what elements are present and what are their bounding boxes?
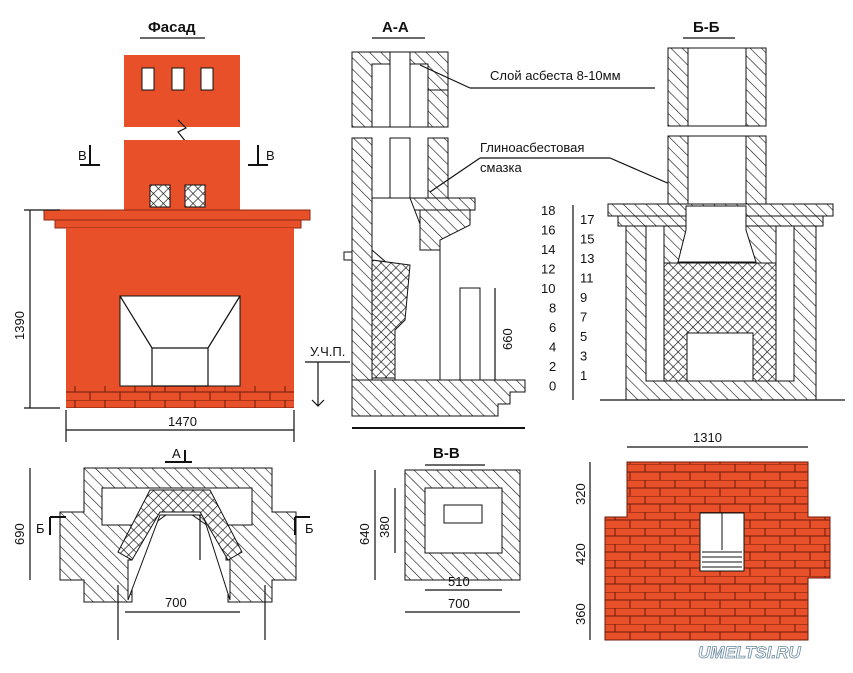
scale-label-right: 7 bbox=[580, 310, 587, 325]
svg-text:380: 380 bbox=[377, 516, 392, 538]
scale-label-right: 3 bbox=[580, 349, 587, 364]
scale-label-right: 5 bbox=[580, 329, 587, 344]
section-vv: В-В 640 380 510 700 bbox=[357, 445, 521, 613]
svg-text:700: 700 bbox=[448, 596, 470, 611]
scale-label-left: 2 bbox=[549, 359, 556, 374]
svg-text:690: 690 bbox=[12, 523, 27, 545]
svg-text:700: 700 bbox=[165, 595, 187, 610]
svg-text:В: В bbox=[266, 148, 275, 163]
scale-label-right: 1 bbox=[580, 368, 587, 383]
svg-text:В: В bbox=[78, 148, 87, 163]
dim-firebox-height: 660 bbox=[500, 328, 515, 350]
chimney-lower bbox=[124, 140, 240, 212]
scale-label-right: 9 bbox=[580, 290, 587, 305]
scale-label-right: 11 bbox=[580, 271, 594, 286]
scale-label-left: 12 bbox=[541, 262, 555, 277]
clay-asbestos-label-1: Глиноасбестовая bbox=[480, 140, 584, 155]
row-scale: 18 16 14 12 10 8 6 4 2 0 17 15 13 11 9 7 5 3 1 bbox=[541, 203, 594, 394]
chimney-top bbox=[124, 55, 240, 127]
svg-text:640: 640 bbox=[357, 523, 372, 545]
svg-text:А-А: А-А bbox=[382, 19, 409, 36]
scale-label-left: 10 bbox=[541, 281, 555, 296]
scale-label-right: 15 bbox=[580, 232, 594, 247]
scale-label-left: 8 bbox=[549, 301, 556, 316]
scale-label-left: 4 bbox=[549, 340, 556, 355]
scale-label-right: 17 bbox=[580, 212, 594, 227]
svg-text:Б: Б bbox=[305, 521, 314, 536]
svg-text:Б: Б bbox=[36, 521, 45, 536]
scale-label-left: 0 bbox=[549, 379, 556, 394]
floor-level-label: У.Ч.П. bbox=[310, 344, 345, 359]
scale-label-right: 13 bbox=[580, 251, 594, 266]
cut-mark-v-right: В bbox=[248, 145, 275, 166]
svg-text:В-В: В-В bbox=[433, 445, 460, 462]
facade-view: Фасад В В 1390 1470 У.Ч.П. bbox=[12, 19, 350, 442]
svg-text:420: 420 bbox=[573, 543, 588, 565]
clay-asbestos-label-2: смазка bbox=[480, 160, 522, 175]
svg-text:320: 320 bbox=[573, 483, 588, 505]
section-bb: Б-Б bbox=[572, 19, 845, 401]
brick-layout: 1310 320 420 360 UMELTSI.RU bbox=[573, 430, 831, 662]
svg-text:1310: 1310 bbox=[693, 430, 722, 445]
svg-text:510: 510 bbox=[448, 574, 470, 589]
svg-text:360: 360 bbox=[573, 603, 588, 625]
svg-text:А: А bbox=[172, 446, 181, 461]
dim-facade-height: 1390 bbox=[12, 311, 27, 340]
asbestos-layer-label: Слой асбеста 8-10мм bbox=[490, 68, 621, 83]
facade-title: Фасад bbox=[148, 19, 196, 36]
watermark: UMELTSI.RU bbox=[698, 643, 801, 662]
section-aa: А-А 660 Слой асбеста 8-10мм Глиноасбесто… bbox=[343, 19, 696, 429]
scale-label-left: 14 bbox=[541, 242, 555, 257]
dim-facade-width: 1470 bbox=[168, 414, 197, 429]
plan-view: 700 690 А Б Б bbox=[12, 446, 314, 640]
cut-mark-v-left: В bbox=[78, 145, 100, 166]
scale-label-left: 16 bbox=[541, 223, 555, 238]
scale-label-left: 6 bbox=[549, 320, 556, 335]
scale-label-left: 18 bbox=[541, 203, 555, 218]
svg-text:Б-Б: Б-Б bbox=[693, 19, 720, 36]
